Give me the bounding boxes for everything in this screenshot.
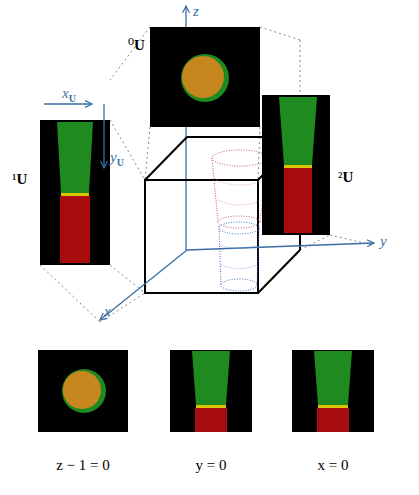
axis-label: x bbox=[104, 304, 111, 319]
text-part: U bbox=[17, 171, 28, 187]
text-part: y bbox=[110, 149, 117, 165]
view-label: ¹U bbox=[12, 172, 27, 187]
text-part: ¹ bbox=[12, 171, 17, 187]
plane-caption: y = 0 bbox=[196, 458, 227, 473]
plane-caption: z − 1 = 0 bbox=[56, 458, 110, 473]
view-label: ⁰U bbox=[128, 38, 145, 53]
image-axis-label: yU bbox=[110, 150, 124, 168]
plane-caption: x = 0 bbox=[318, 458, 349, 473]
text-part: U bbox=[69, 93, 76, 104]
axis-label: z bbox=[193, 4, 199, 19]
view-label: ²U bbox=[338, 170, 353, 185]
axis-label: y bbox=[380, 234, 387, 249]
text-part: ⁰ bbox=[128, 37, 134, 53]
text-part: U bbox=[117, 157, 124, 168]
text-part: U bbox=[343, 169, 354, 185]
text-part: ² bbox=[338, 169, 343, 185]
image-axis-label: xU bbox=[62, 86, 76, 104]
text-part: x bbox=[62, 85, 69, 101]
text-part: U bbox=[134, 37, 145, 53]
